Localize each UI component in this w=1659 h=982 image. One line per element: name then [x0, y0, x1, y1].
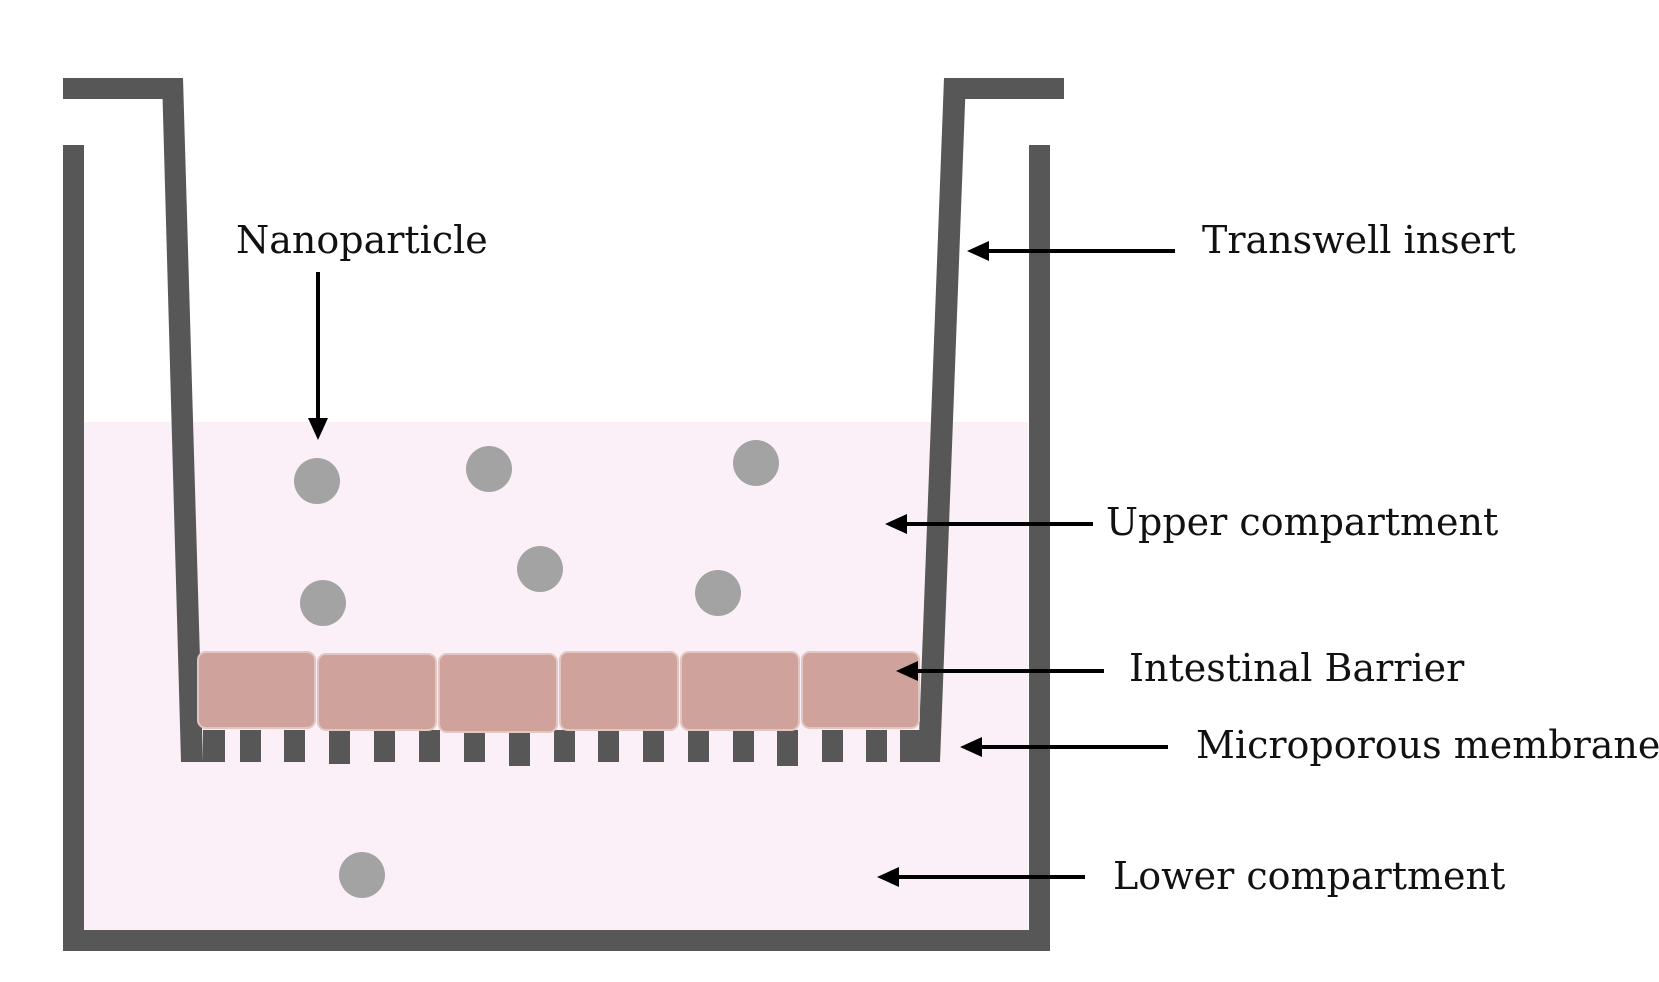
barrier-cell: [197, 651, 316, 729]
membrane-pore: [822, 730, 843, 762]
microporous-membrane: [203, 730, 940, 766]
membrane-pore: [900, 730, 940, 762]
label-upper-compartment: Upper compartment: [1106, 500, 1498, 544]
membrane-pore: [374, 730, 395, 762]
membrane-pore: [777, 730, 798, 766]
nanoparticle: [733, 440, 779, 486]
nanoparticle: [300, 580, 346, 626]
barrier-cell: [317, 653, 437, 731]
transwell-insert: [63, 78, 1064, 762]
barrier-cell: [680, 651, 800, 731]
label-transwell-insert: Transwell insert: [1202, 218, 1516, 262]
membrane-pore: [866, 730, 887, 762]
membrane-pore: [419, 730, 440, 762]
label-intestinal-barrier: Intestinal Barrier: [1129, 646, 1465, 690]
membrane-pore: [284, 730, 305, 762]
membrane-pore: [464, 730, 485, 762]
outer-well-bottom: [63, 930, 1050, 951]
membrane-pore: [329, 730, 350, 764]
barrier-cell: [801, 651, 920, 729]
nanoparticle: [517, 546, 563, 592]
membrane-pore: [509, 730, 530, 766]
membrane-pore: [203, 730, 225, 762]
outer-well-right-wall: [1029, 145, 1050, 950]
label-microporous-membrane: Microporous membrane: [1196, 723, 1659, 767]
membrane-pore: [598, 730, 619, 762]
barrier-cell: [438, 653, 558, 733]
nanoparticle: [294, 458, 340, 504]
nanoparticle-arrow: [308, 272, 328, 440]
insert-left-wall: [162, 78, 203, 762]
transwell-insert-arrow: [967, 241, 1175, 261]
insert-right-rim: [944, 78, 1064, 99]
lower-compartment-arrow: [877, 867, 1085, 887]
membrane-pore: [688, 730, 709, 762]
upper-compartment-arrow: [885, 514, 1093, 534]
insert-right-wall: [918, 78, 966, 762]
barrier-cell: [559, 651, 679, 731]
nanoparticles: [294, 440, 779, 898]
intestinal-barrier: [197, 651, 920, 733]
microporous-membrane-arrow: [960, 737, 1168, 757]
insert-left-rim: [63, 78, 183, 99]
membrane-pore: [240, 730, 261, 762]
membrane-pore: [643, 730, 664, 762]
nanoparticle: [339, 852, 385, 898]
label-lower-compartment: Lower compartment: [1113, 854, 1505, 898]
nanoparticle: [466, 446, 512, 492]
nanoparticle: [695, 570, 741, 616]
intestinal-barrier-arrow: [896, 661, 1104, 681]
membrane-pore: [554, 730, 575, 762]
membrane-pore: [733, 730, 754, 762]
label-nanoparticle: Nanoparticle: [236, 218, 488, 262]
outer-well-left-wall: [63, 145, 84, 950]
